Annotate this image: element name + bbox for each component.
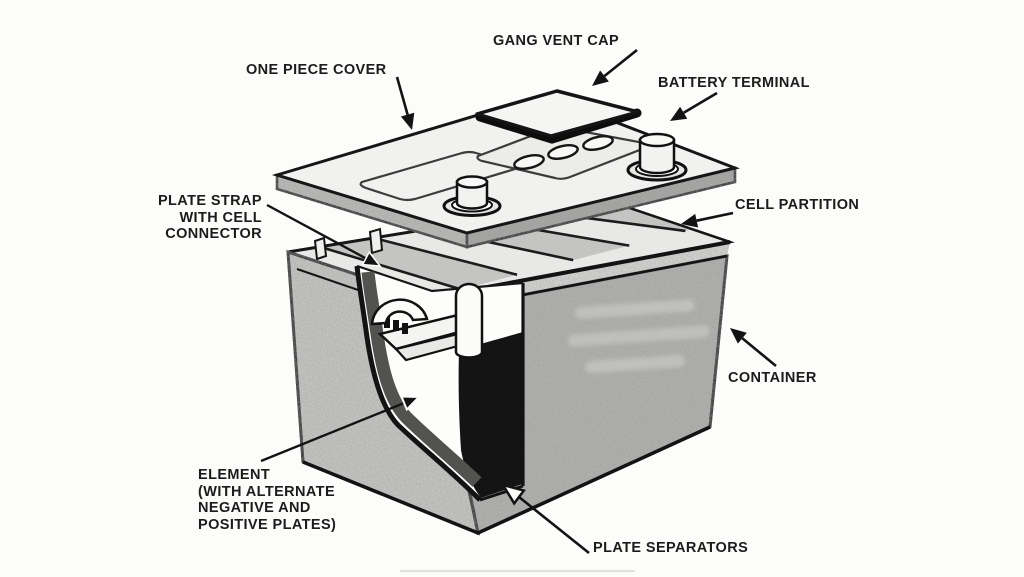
label-container: CONTAINER — [728, 370, 817, 386]
one-piece-cover-part — [271, 93, 741, 249]
leader-element — [260, 395, 422, 463]
label-cell-partition: CELL PARTITION — [735, 197, 860, 213]
gang-vent-cap-part — [475, 89, 642, 144]
cut-wall-band — [361, 271, 482, 487]
battery-terminal-front — [442, 175, 502, 217]
arrow-battery-terminal — [670, 91, 718, 121]
label-element: ELEMENT (WITH ALTERNATE NEGATIVE AND POS… — [198, 467, 337, 533]
arrow-container — [730, 328, 777, 368]
battery-terminal-right — [626, 132, 688, 182]
label-battery-terminal: BATTERY TERMINAL — [658, 75, 810, 91]
callout-arrows — [260, 48, 777, 555]
arrow-one-piece-cover — [395, 76, 415, 130]
element-plates-part — [458, 332, 523, 498]
label-plate-strap: PLATE STRAP WITH CELL CONNECTOR — [157, 193, 262, 242]
cutaway-section — [354, 264, 525, 502]
cell-connector-post — [454, 282, 484, 359]
container-part — [286, 198, 735, 536]
label-plate-separators: PLATE SEPARATORS — [593, 540, 749, 556]
arrow-cell-partition — [681, 211, 734, 228]
label-one-piece-cover: ONE PIECE COVER — [246, 62, 387, 78]
vent-holes — [513, 135, 614, 170]
plate-strap-part — [370, 298, 483, 362]
scan-artifact-line — [400, 570, 635, 573]
arrow-plate-separators — [500, 482, 590, 555]
leader-plate-strap — [266, 203, 382, 267]
scan-smudge — [568, 299, 710, 374]
label-gang-vent-cap: GANG VENT CAP — [493, 33, 620, 49]
arrow-gang-vent-cap — [592, 48, 638, 86]
